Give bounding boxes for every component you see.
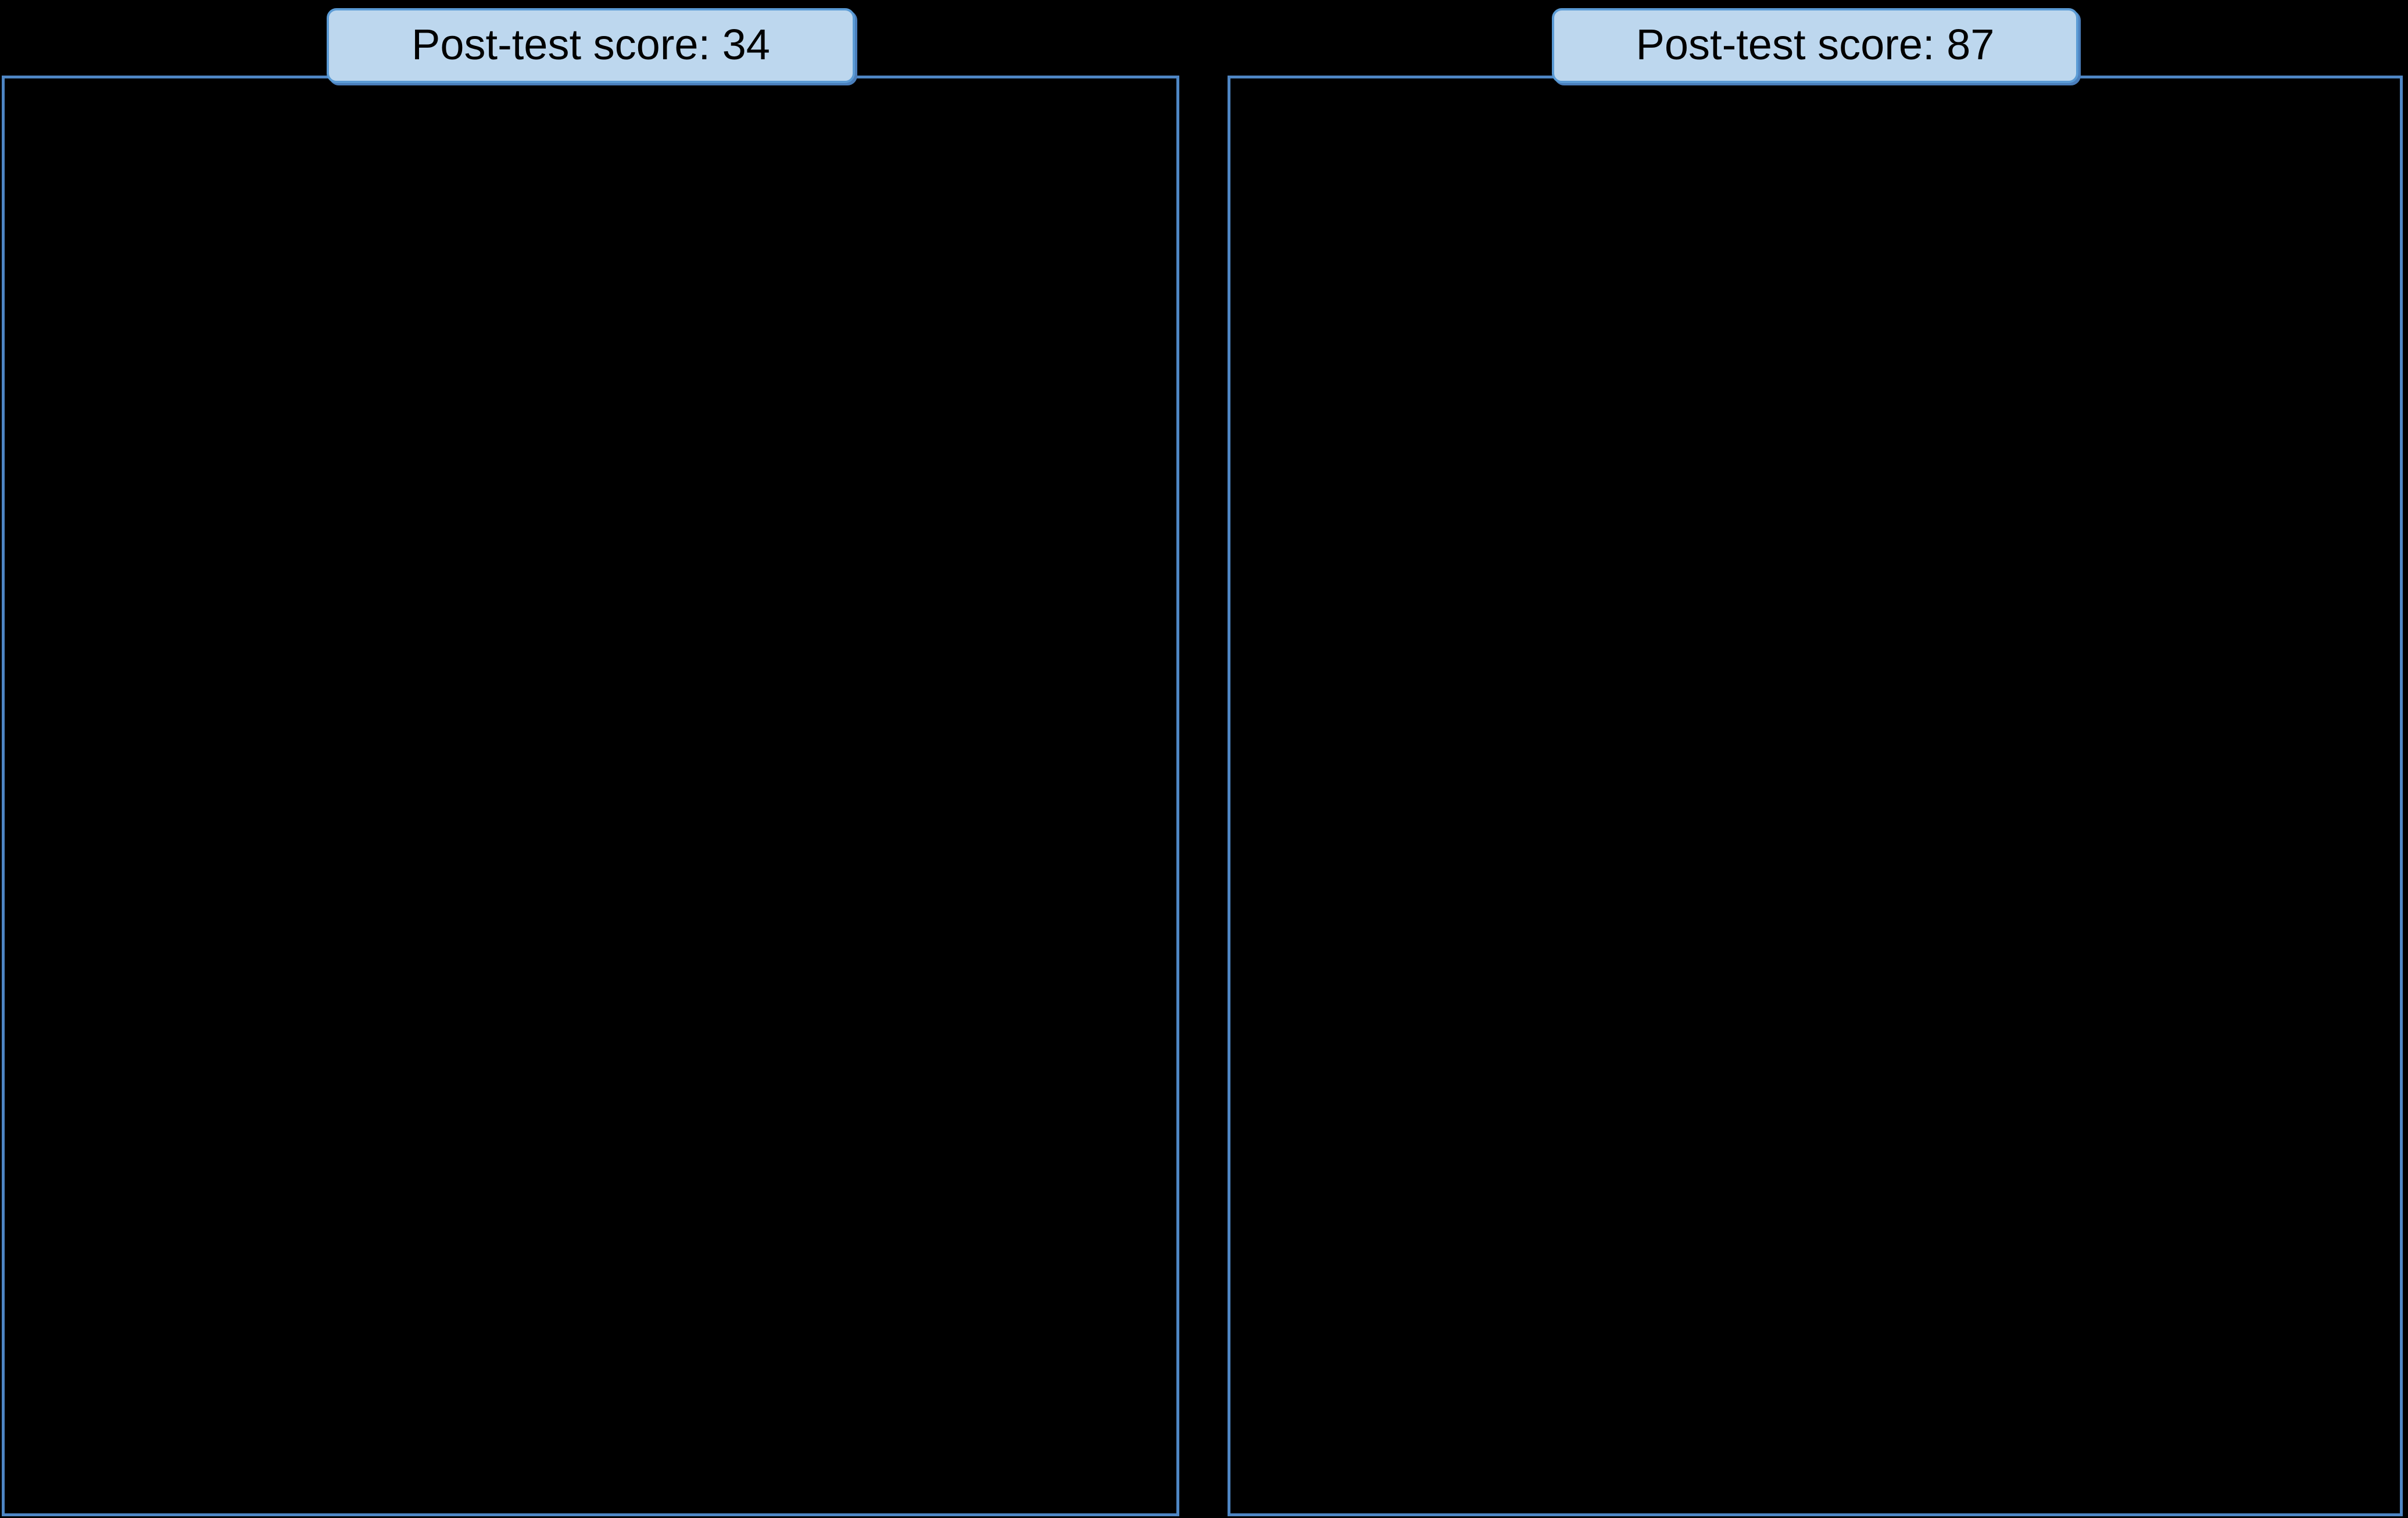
left-image-panel [2, 76, 1179, 1516]
left-score-callout-text: Post-test score: 34 [412, 20, 770, 69]
right-image-panel [1228, 76, 2403, 1516]
left-score-callout: Post-test score: 34 [327, 8, 855, 83]
right-score-callout: Post-test score: 87 [1552, 8, 2078, 83]
right-score-callout-text: Post-test score: 87 [1636, 20, 1995, 69]
